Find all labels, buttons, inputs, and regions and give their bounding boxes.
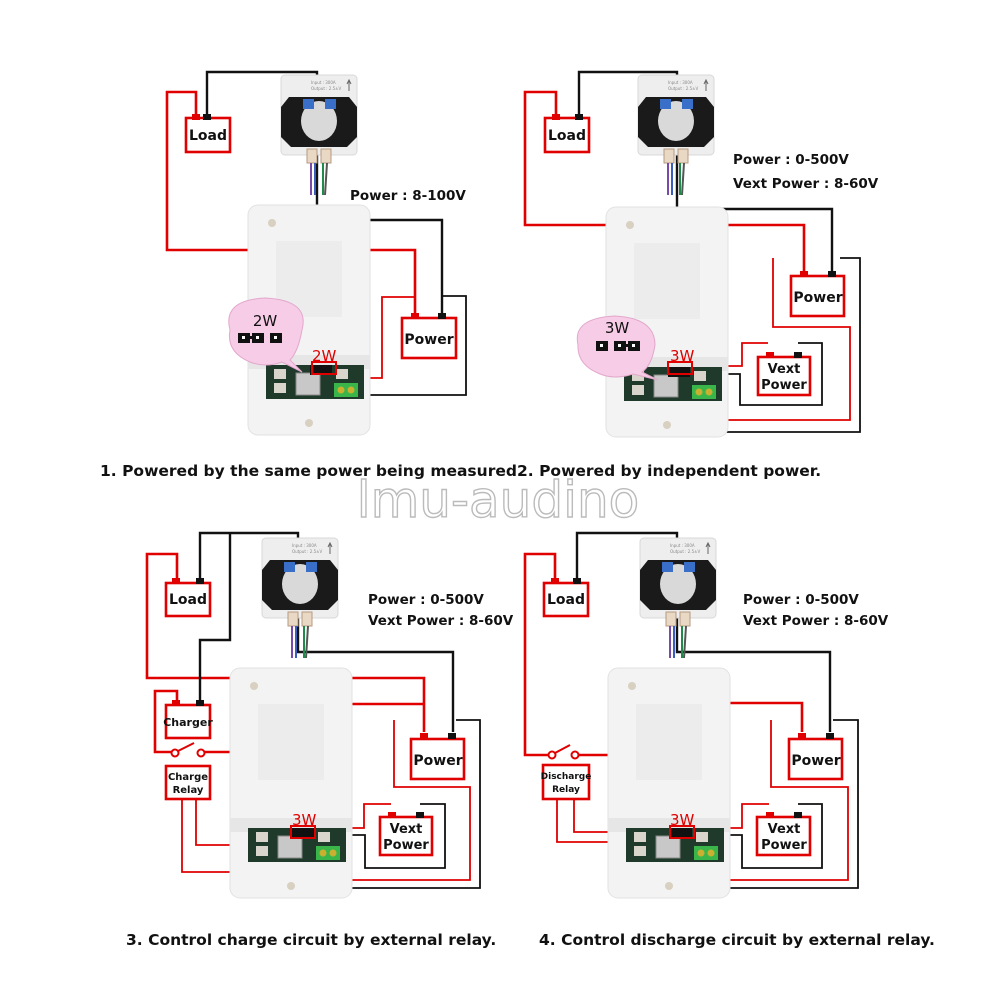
load-box — [164, 581, 212, 618]
current-sensor — [280, 74, 358, 196]
vext-label-2: Power — [761, 838, 807, 853]
vext-label-1: Vext — [768, 362, 801, 377]
relay-label-1: Discharge — [541, 772, 592, 782]
diagram-3: Load Charger Charge Relay Power Vext Pow… — [145, 531, 514, 899]
load-label: Load — [189, 128, 227, 144]
vext-power-box — [378, 815, 434, 857]
current-sensor — [261, 537, 339, 659]
svg-text:3W: 3W — [605, 319, 630, 337]
vext-label-2: Power — [761, 378, 807, 393]
caption-4: 4. Control discharge circuit by external… — [539, 931, 935, 949]
power-label: Power — [793, 290, 842, 306]
diagram-2: Load Power Vext Power Power : 0-500V Vex… — [523, 70, 879, 438]
power-box — [789, 274, 846, 318]
load-box — [543, 116, 591, 154]
spec-line: Power : 0-500V — [733, 152, 849, 168]
spec-line: Vext Power : 8-60V — [743, 613, 889, 629]
load-label: Load — [548, 128, 586, 144]
vext-label-2: Power — [383, 838, 429, 853]
diagram-4: Load Discharge Relay Power Vext Power Po… — [523, 531, 889, 899]
power-box — [409, 737, 466, 781]
meter-unit — [607, 667, 731, 899]
spec-line: Vext Power : 8-60V — [733, 176, 879, 192]
jumper-label: 3W — [670, 347, 695, 365]
meter-unit — [229, 667, 353, 899]
svg-text:2W: 2W — [253, 312, 278, 330]
relay-label-2: Relay — [173, 785, 204, 796]
caption-2: 2. Powered by independent power. — [517, 462, 821, 480]
power-label: Power — [791, 753, 840, 769]
discharge-relay-box — [541, 763, 591, 801]
spec-line: Vext Power : 8-60V — [368, 613, 514, 629]
vext-label-1: Vext — [768, 822, 801, 837]
power-label: Power — [413, 753, 462, 769]
vext-power-box — [756, 355, 812, 397]
charger-label: Charger — [163, 716, 213, 729]
load-label: Load — [169, 592, 207, 608]
load-box — [184, 116, 232, 154]
jumper-callout: 3W — [576, 315, 659, 381]
load-box — [542, 581, 590, 618]
caption-1: 1. Powered by the same power being measu… — [100, 462, 523, 480]
charger-box — [164, 703, 212, 740]
spec-line: Power : 0-500V — [743, 592, 859, 608]
relay-label-2: Relay — [552, 785, 580, 795]
spec-line: Power : 8-100V — [350, 188, 466, 204]
relay-switch — [547, 744, 580, 760]
power-box — [787, 737, 844, 781]
relay-switch — [170, 742, 206, 758]
caption-3: 3. Control charge circuit by external re… — [126, 931, 496, 949]
vext-power-box — [755, 815, 812, 857]
power-box — [400, 316, 458, 360]
jumper-label: 3W — [670, 811, 695, 829]
load-label: Load — [547, 592, 585, 608]
watermark: lmu-audino — [357, 471, 640, 529]
spec-line: Power : 0-500V — [368, 592, 484, 608]
vext-label-1: Vext — [390, 822, 423, 837]
relay-label-1: Charge — [168, 772, 208, 783]
diagram-1: Load Power Power : 8-100V 2W 2W — [165, 70, 467, 436]
jumper-callout: 2W — [228, 297, 304, 373]
charge-relay-box — [164, 764, 212, 801]
jumper-label: 3W — [292, 811, 317, 829]
power-label: Power — [404, 332, 453, 348]
jumper-label: 2W — [312, 347, 337, 365]
